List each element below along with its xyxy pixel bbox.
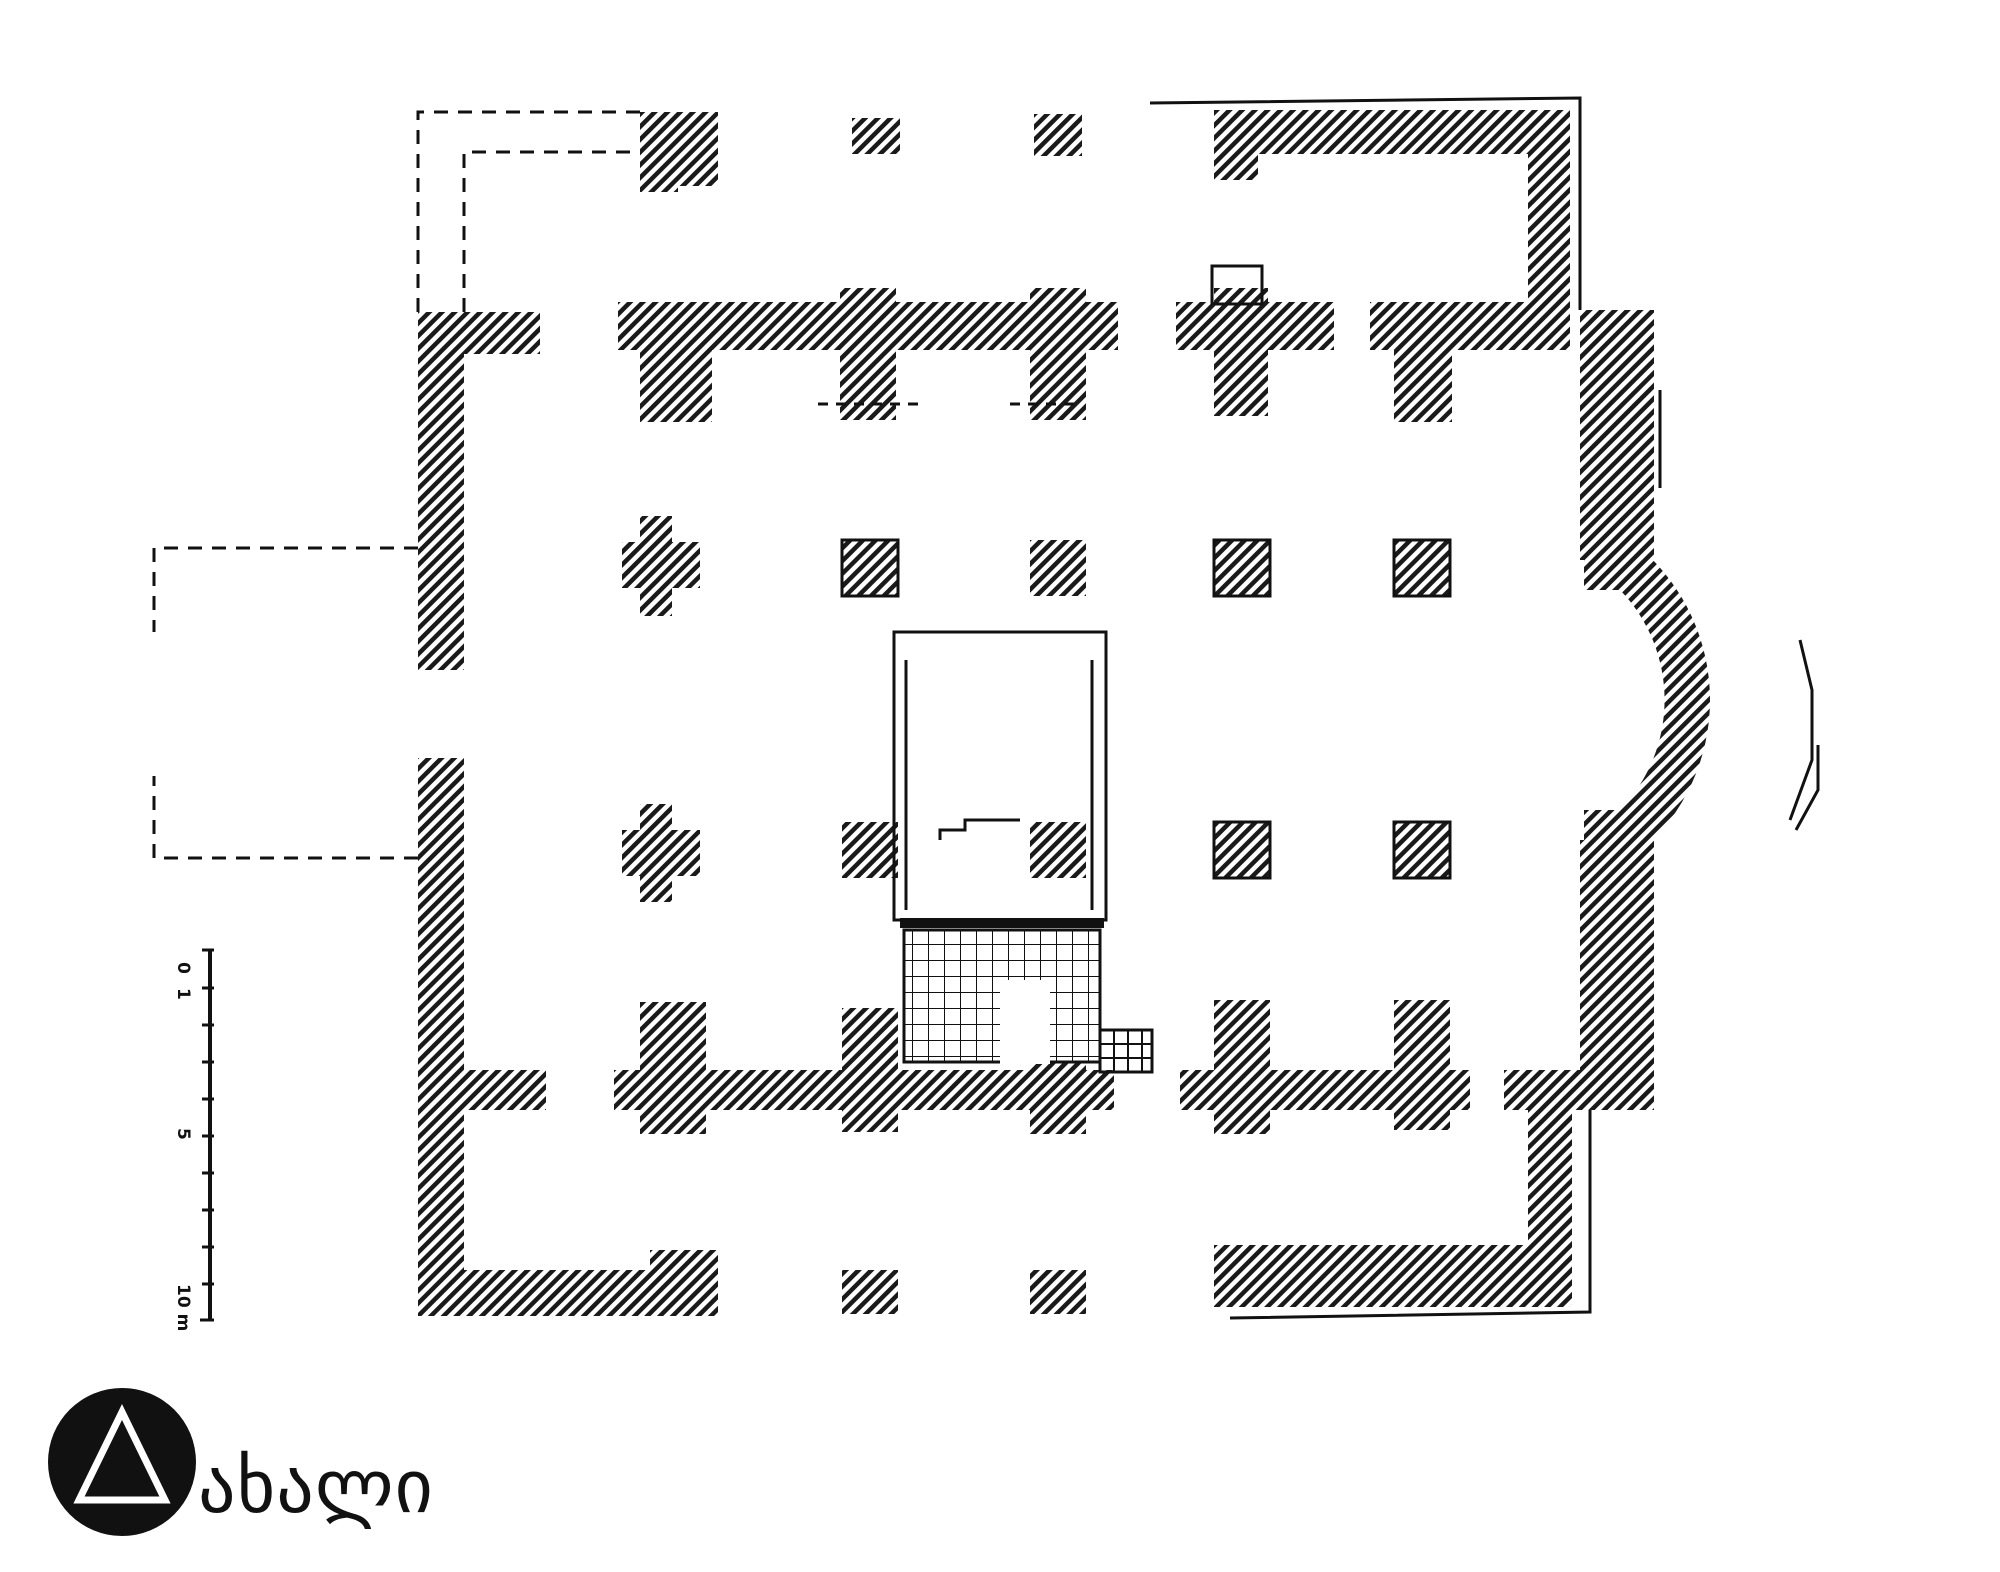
east-wall-upper	[1580, 310, 1654, 560]
logo: ახალი	[48, 1388, 434, 1536]
pier-south-2	[1030, 1270, 1086, 1314]
pier-west-lower	[622, 804, 700, 902]
north-arcade	[618, 114, 1570, 422]
scale-label-0: 0	[173, 962, 193, 974]
pier-r2-c2	[1030, 822, 1086, 878]
projected-walls	[152, 110, 640, 860]
pier-r1-c1	[842, 540, 898, 596]
apse	[1584, 548, 1711, 852]
south-wall-east	[1214, 1245, 1570, 1307]
outer-walls	[418, 96, 1820, 1320]
pier-r1-c2	[1030, 540, 1086, 596]
pier-south-1	[842, 1270, 898, 1314]
pier-north-1	[852, 118, 900, 154]
pier-r2-c3	[1214, 822, 1270, 878]
pier-r1-c4	[1394, 540, 1450, 596]
east-wall-lower	[1580, 840, 1654, 1110]
logo-triangle-icon	[73, 1404, 171, 1504]
west-wall-upper	[418, 312, 464, 670]
west-wall-lower	[418, 758, 464, 1316]
scale-bar: 0 1 5 10 m	[173, 948, 214, 1331]
scale-label-5: 5	[173, 1128, 193, 1140]
pier-r2-c4	[1394, 822, 1450, 878]
scale-label-10m: 10 m	[173, 1284, 193, 1331]
nave-piers	[622, 516, 1452, 902]
pier-r2-c1	[842, 822, 898, 878]
scale-label-1: 1	[173, 988, 193, 1000]
north-wall-east	[1214, 110, 1569, 154]
pier-north-2	[1034, 114, 1082, 156]
north-wall-west-stub	[418, 312, 540, 354]
pier-r1-c3	[1214, 540, 1270, 596]
pier-west-upper	[622, 516, 700, 616]
logo-text: ახალი	[198, 1444, 434, 1530]
excavation-area	[892, 630, 1154, 1074]
